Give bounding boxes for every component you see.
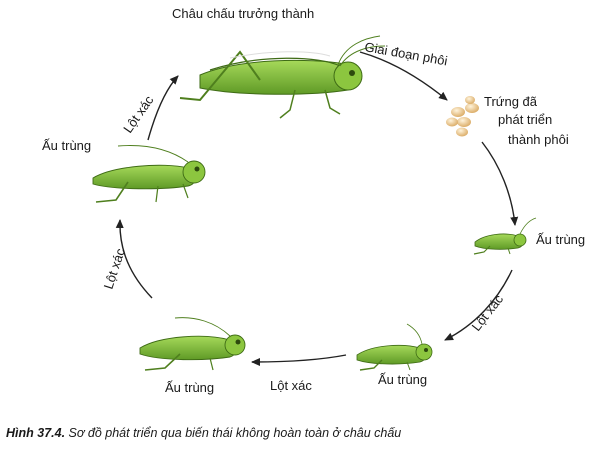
arrow-nymph2-to-nymph3 bbox=[251, 354, 347, 366]
label-adult: Châu chấu trưởng thành bbox=[172, 6, 314, 21]
arrow-nymph4-to-adult bbox=[147, 75, 179, 141]
nymph-1-illustration bbox=[473, 217, 537, 255]
arrow-nymph1-to-nymph2 bbox=[444, 269, 513, 341]
adult-grasshopper-illustration bbox=[179, 35, 386, 119]
arrow-eggs-to-nymph1 bbox=[481, 141, 519, 226]
label-molt-1: Lột xác bbox=[469, 291, 507, 334]
label-eggs-line3: thành phôi bbox=[508, 132, 569, 147]
label-nymph-4: Ấu trùng bbox=[42, 138, 91, 153]
caption-text: Sơ đồ phát triển qua biến thái không hoà… bbox=[68, 426, 402, 440]
arrow-adult-to-eggs bbox=[359, 51, 448, 101]
label-molt-2: Lột xác bbox=[270, 378, 312, 393]
nymph-4-illustration bbox=[92, 145, 206, 203]
label-nymph-1: Ấu trùng bbox=[536, 232, 585, 247]
label-eggs-line1: Trứng đã bbox=[484, 94, 538, 109]
label-eggs-line2: phát triển bbox=[498, 112, 552, 127]
label-molt-3: Lột xác bbox=[101, 246, 128, 291]
label-embryo-stage: Giai đoạn phôi bbox=[363, 39, 448, 68]
label-nymph-3: Ấu trùng bbox=[165, 380, 214, 395]
nymph-3-illustration bbox=[139, 317, 246, 371]
cycle-arrows bbox=[115, 51, 519, 366]
figure-caption: Hình 37.4. Sơ đồ phát triển qua biến thá… bbox=[6, 426, 606, 440]
arrow-nymph3-to-nymph4 bbox=[115, 219, 153, 299]
label-nymph-2: Ấu trùng bbox=[378, 372, 427, 387]
eggs-illustration bbox=[446, 96, 479, 137]
caption-label: Hình 37.4. bbox=[6, 426, 66, 440]
nymph-2-illustration bbox=[356, 323, 433, 371]
